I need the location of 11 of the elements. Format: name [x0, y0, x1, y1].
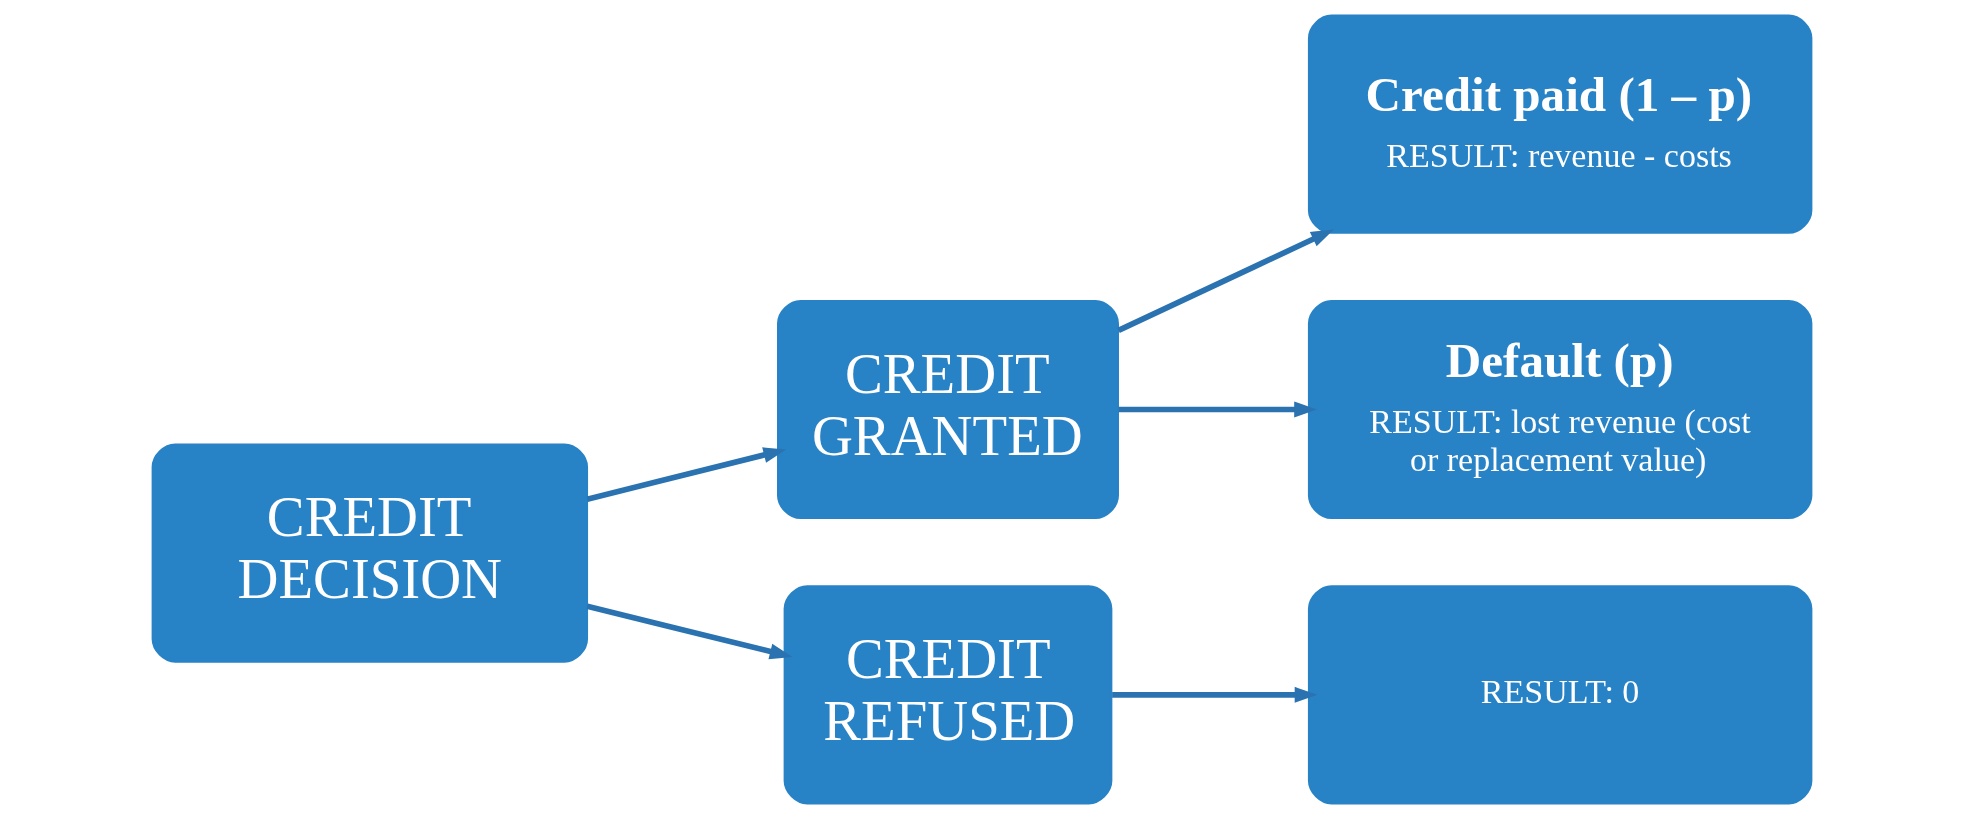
arrow	[1117, 229, 1334, 333]
node-box: CREDIT GRANTED	[777, 299, 1119, 520]
node-box: Credit paid (1 – p) RESULT: revenue - costs	[1307, 14, 1813, 234]
node-box: Default (p) RESULT: lost revenue (cost or replacement value)	[1307, 299, 1813, 520]
node-box: CREDIT REFUSED	[783, 585, 1113, 805]
arrow	[586, 447, 787, 502]
node-box: CREDIT DECISION	[151, 443, 589, 663]
arrow	[1118, 401, 1317, 418]
arrow	[586, 603, 793, 660]
arrow	[1112, 686, 1318, 703]
node-box: RESULT: 0	[1307, 585, 1813, 805]
